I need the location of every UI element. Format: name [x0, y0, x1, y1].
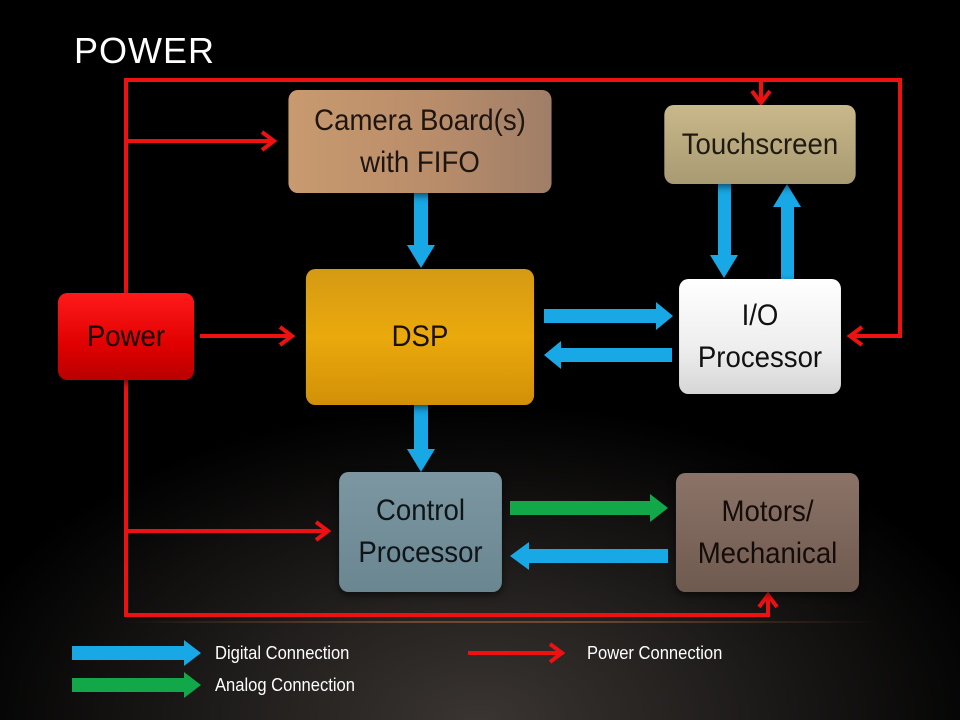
motors-mechanical-box: Motors/ Mechanical: [675, 473, 860, 592]
legend-power-label: Power Connection: [587, 643, 723, 663]
analog-connections: [72, 494, 668, 698]
digital-arrow-dsp-to-io: [544, 302, 673, 330]
digital-arrow-io-to-dsp: [544, 341, 672, 369]
io-processor-line1: I/O: [741, 298, 779, 332]
power-wires: [124, 78, 902, 617]
arrowhead-io: [846, 325, 864, 347]
slide-title: POWER: [74, 30, 216, 71]
arrowhead-touchscreen: [750, 89, 772, 107]
digital-connections: [72, 184, 801, 666]
digital-arrow-io-to-touch: [773, 184, 801, 279]
legend-digital-label: Digital Connection: [215, 643, 350, 663]
legend-power-arrow: [468, 642, 566, 664]
arrowhead-camera: [260, 130, 278, 152]
io-processor-box: I/O Processor: [679, 279, 841, 394]
power-wire-top-loop: [124, 78, 902, 338]
arrowhead-dsp: [278, 325, 296, 347]
camera-board-box: Camera Board(s) with FIFO: [288, 90, 552, 193]
floor-highlight: [120, 621, 880, 623]
power-wire-bottom-loop: [124, 380, 770, 617]
motors-line1: Motors/: [721, 494, 814, 528]
arrowhead-control: [314, 520, 332, 542]
digital-arrow-motors-to-control: [510, 542, 668, 570]
digital-arrow-camera-to-dsp: [407, 193, 435, 268]
dsp-label: DSP: [391, 320, 449, 353]
digital-arrow-dsp-to-control: [407, 405, 435, 472]
legend-digital-arrow: [72, 640, 201, 666]
legend-analog-label: Analog Connection: [215, 675, 355, 695]
power-label: Power: [86, 319, 166, 353]
arrowhead-motors: [757, 591, 779, 609]
analog-arrow-control-to-motors: [510, 494, 668, 522]
touchscreen-box: Touchscreen: [664, 105, 856, 184]
power-box: Power: [57, 293, 195, 380]
digital-arrow-touch-to-io: [710, 184, 738, 278]
control-processor-box: Control Processor: [339, 472, 502, 592]
control-processor-line1: Control: [375, 494, 465, 527]
motors-line2: Mechanical: [697, 536, 838, 570]
io-processor-line2: Processor: [697, 340, 823, 374]
camera-board-line1: Camera Board(s): [314, 103, 526, 137]
dsp-box: DSP: [305, 269, 535, 405]
control-processor-line2: Processor: [358, 536, 483, 569]
camera-board-line2: with FIFO: [360, 145, 480, 179]
power-arrowheads: [260, 89, 864, 609]
legend-analog-arrow: [72, 672, 201, 698]
touchscreen-label: Touchscreen: [681, 127, 839, 161]
